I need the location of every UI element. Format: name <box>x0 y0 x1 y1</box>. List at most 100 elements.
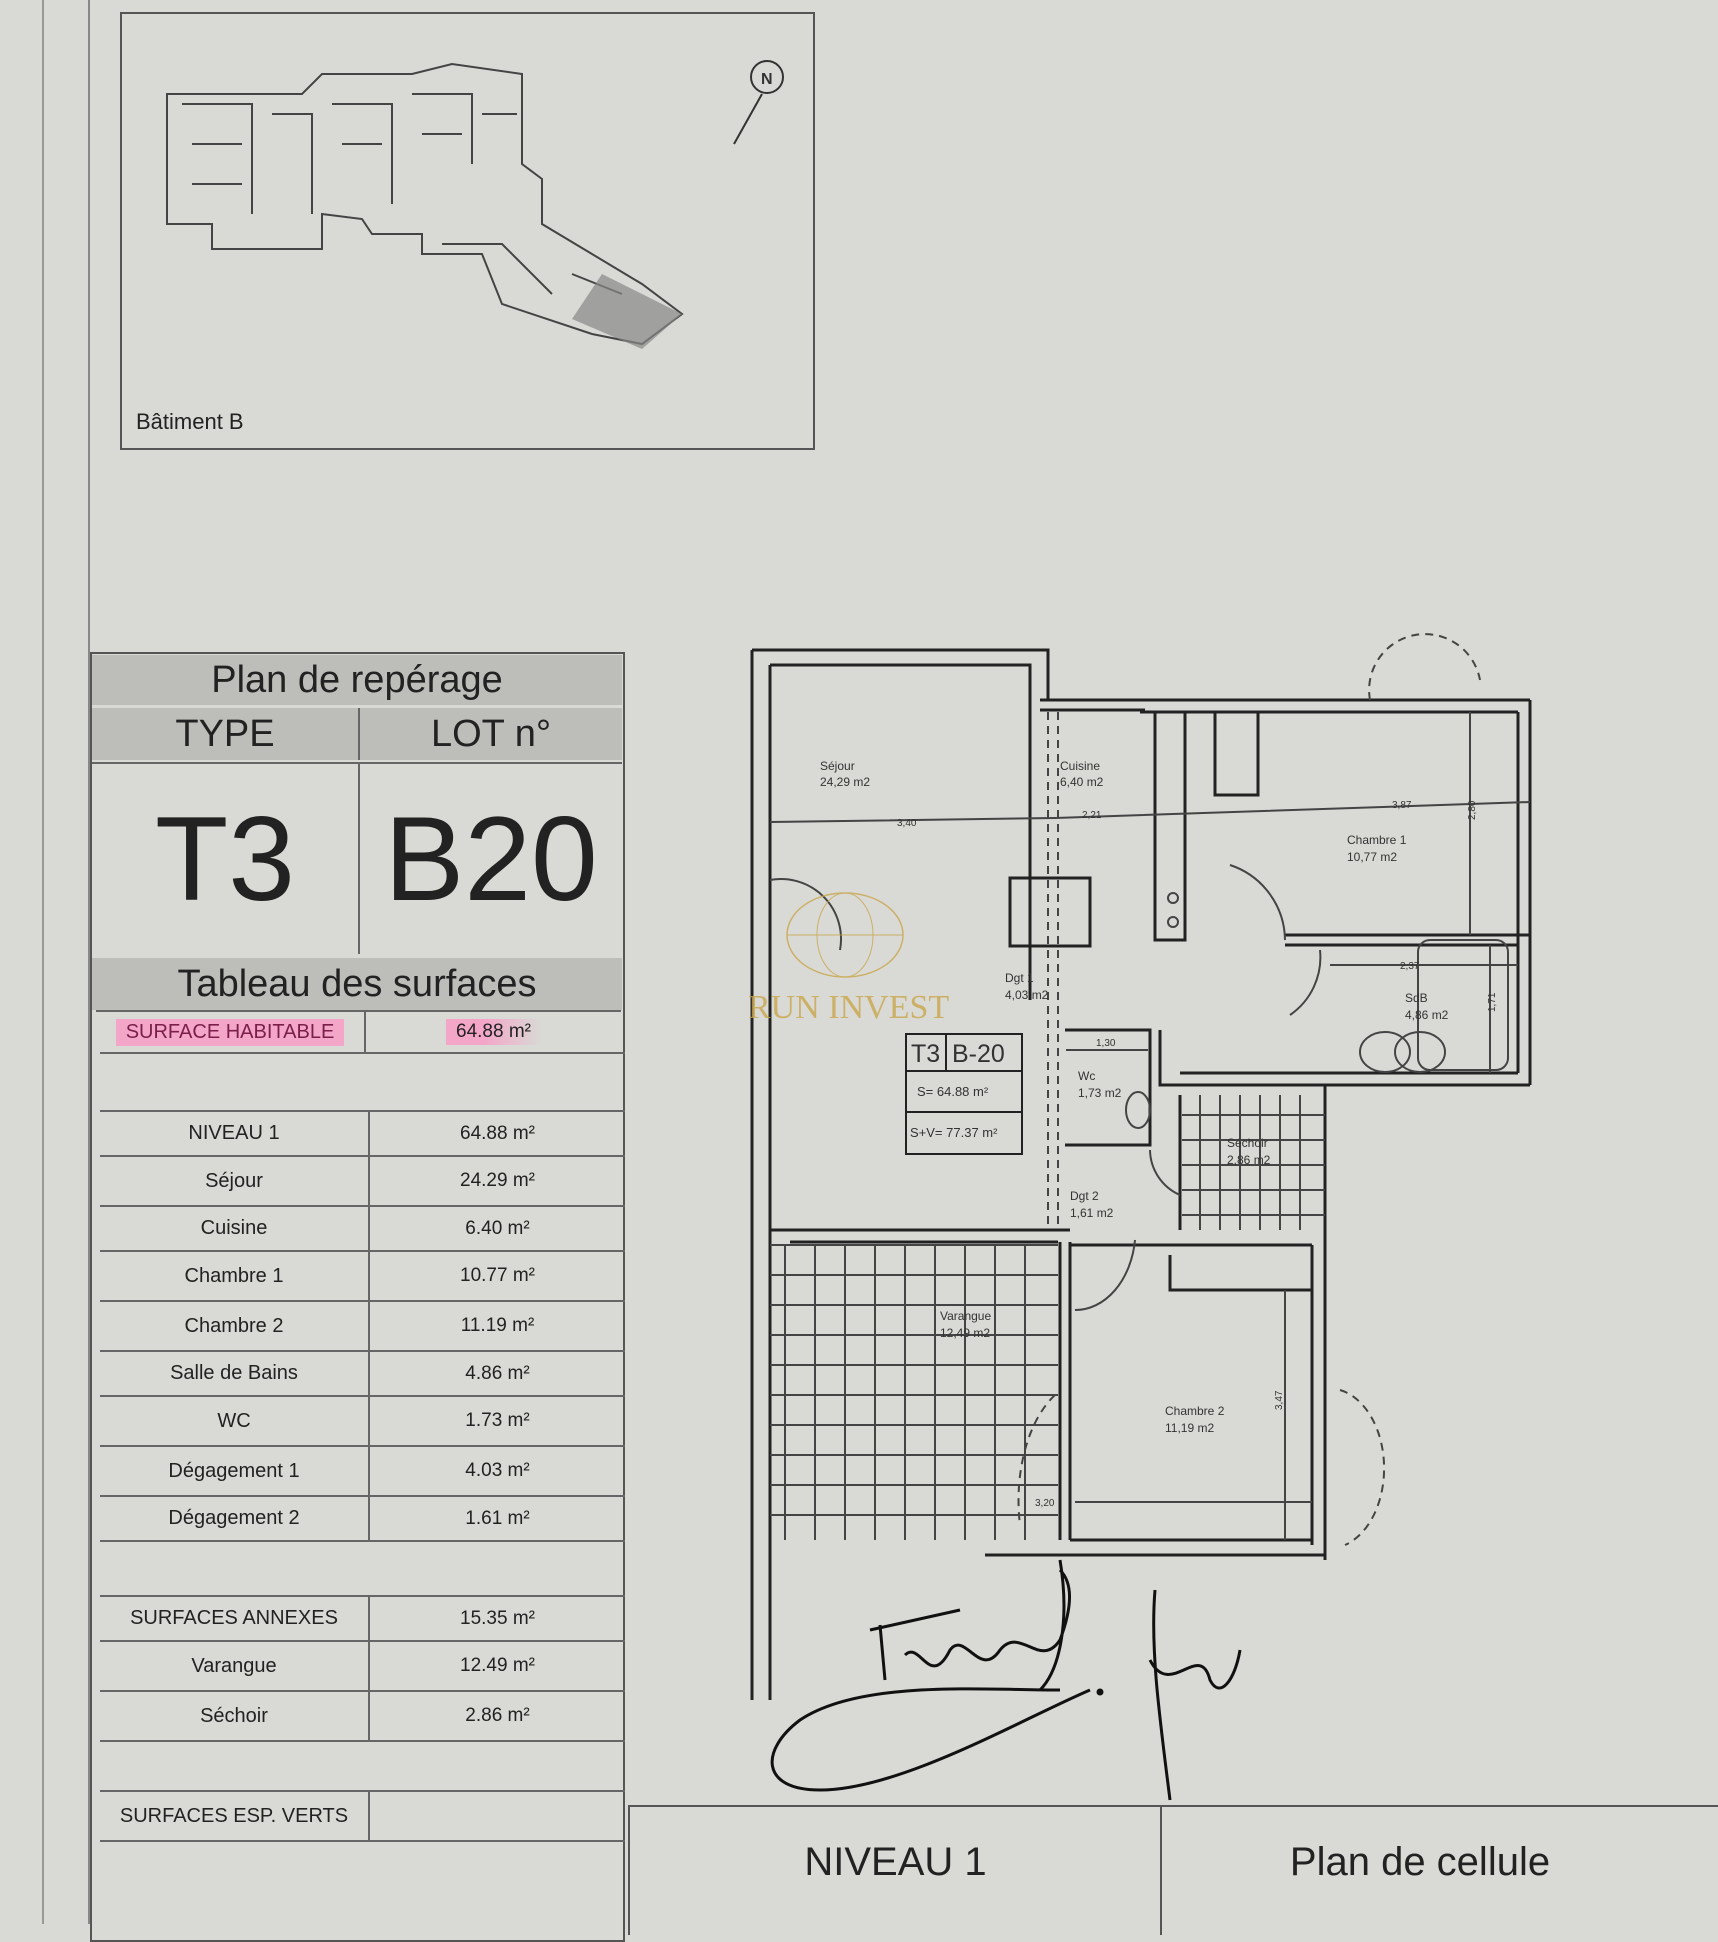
site-plan: N Bâtiment B <box>120 12 815 450</box>
kitchen-open-line <box>1047 712 1059 1230</box>
annex-row: SURFACES ANNEXES 15.35 m² <box>100 1595 625 1640</box>
row-value: 4.86 m² <box>465 1362 530 1384</box>
row-value: 6.40 m² <box>465 1217 530 1239</box>
row-label: SURFACES ANNEXES <box>100 1597 370 1640</box>
room-sechoir-area: 2,86 m2 <box>1227 1153 1271 1167</box>
type-lot-band <box>92 708 622 760</box>
row-label: SURFACES ESP. VERTS <box>100 1792 370 1840</box>
row-label: Séchoir <box>100 1692 370 1740</box>
interior-walls <box>1065 712 1530 1147</box>
building-label: Bâtiment B <box>136 409 244 434</box>
row-label: Varangue <box>100 1642 370 1690</box>
signature <box>770 1559 1242 1801</box>
surfaces-header-band <box>92 958 622 1010</box>
room-dgt2-area: 1,61 m2 <box>1070 1206 1114 1220</box>
room-chambre1-area: 10,77 m2 <box>1347 850 1397 864</box>
row-label: Dégagement 2 <box>100 1497 370 1540</box>
dim-label: 2,37 <box>1400 961 1420 972</box>
row-label: Cuisine <box>100 1207 370 1250</box>
cartouche-surface-varangue: S+V= 77.37 m² <box>910 1125 998 1140</box>
footer-level-box <box>628 1805 1163 1935</box>
row-value: 1.61 m² <box>465 1507 530 1529</box>
toilet-icon <box>1125 1091 1151 1129</box>
room-dgt2-name: Dgt 2 <box>1070 1189 1099 1203</box>
row-value: 1.73 m² <box>465 1410 530 1431</box>
outer-wall <box>750 648 1050 1700</box>
dim-label: 3,20 <box>1035 1498 1055 1509</box>
room-chambre2-name: Chambre 2 <box>1165 1404 1225 1418</box>
room-varangue-name: Varangue <box>940 1309 991 1323</box>
reperage-header-band <box>92 655 622 705</box>
dim-label: 3,87 <box>1392 800 1412 811</box>
type-header: TYPE <box>92 708 360 760</box>
lot-header: LOT n° <box>430 712 552 755</box>
sink-icon <box>1359 1031 1411 1073</box>
dim-label: 1,71 <box>1487 992 1498 1012</box>
row-value: 24.29 m² <box>460 1170 535 1191</box>
stove-icon <box>1167 916 1179 928</box>
row-label: Dégagement 1 <box>100 1447 370 1495</box>
blank-row <box>100 1740 625 1790</box>
room-dgt1-name: Dgt 1 <box>1005 971 1034 985</box>
sechoir-grid <box>1182 1095 1325 1230</box>
dim-label: 2,21 <box>1082 810 1102 821</box>
dim-label: 1,30 <box>1096 1038 1116 1049</box>
run-invest-watermark: RUN INVEST <box>748 892 949 1026</box>
row-value: 10.77 m² <box>460 1265 535 1286</box>
room-wc-area: 1,73 m2 <box>1078 1086 1122 1100</box>
dimension-lines <box>769 712 1531 1540</box>
room-sechoir-name: Séchoir <box>1227 1136 1268 1150</box>
door-arcs <box>769 864 1322 1312</box>
top-wall <box>1140 698 1532 1087</box>
footer-title-box <box>1160 1805 1718 1935</box>
room-wc-name: Wc <box>1078 1069 1095 1083</box>
row-value: 4.03 m² <box>465 1460 530 1481</box>
north-arrow-icon: N <box>733 60 784 145</box>
row-value: 12.49 m² <box>460 1655 535 1676</box>
room-chambre2-area: 11,19 m2 <box>1165 1421 1214 1435</box>
surface-row: Dégagement 2 1.61 m² <box>100 1495 625 1540</box>
blank-row <box>100 1540 625 1595</box>
row-label: Séjour <box>100 1157 370 1205</box>
cartouche-type: T3 <box>911 1040 940 1068</box>
row-label: Salle de Bains <box>100 1352 370 1395</box>
cartouche-lot: B-20 <box>952 1040 1005 1068</box>
cartouche: T3 B-20 S= 64.88 m² S+V= 77.37 m² <box>905 1033 1023 1155</box>
surface-habitable-label: SURFACE HABITABLE <box>115 1018 345 1046</box>
reperage-title: Plan de repérage <box>211 658 503 701</box>
room-chambre1-name: Chambre 1 <box>1347 833 1407 847</box>
surface-row: Cuisine 6.40 m² <box>100 1205 625 1250</box>
room-dgt1-area: 4,03 m2 <box>1005 988 1049 1002</box>
room-sejour-area: 24,29 m2 <box>820 775 870 789</box>
dimension-labels: 3,40 2,21 3,87 2,80 2,37 1,71 1,30 3,20 … <box>897 800 1498 1509</box>
surface-habitable-row: SURFACE HABITABLE 64.88 m² <box>96 1010 621 1052</box>
watermark-text: RUN INVEST <box>748 989 949 1026</box>
cartouche-surface: S= 64.88 m² <box>917 1084 989 1099</box>
sechoir-walls <box>985 1085 1327 1560</box>
footer-title: Plan de cellule <box>1289 1840 1551 1884</box>
page-border-left-inner <box>88 0 90 1924</box>
blank-row <box>100 1840 625 1924</box>
surfaces-title: Tableau des surfaces <box>177 962 537 1005</box>
type-value: T3 <box>92 762 360 954</box>
surface-habitable-value: 64.88 m² <box>446 1019 541 1045</box>
kitchen-window <box>1040 698 1145 712</box>
footer-level: NIVEAU 1 <box>804 1840 987 1884</box>
bathtub <box>1417 939 1509 1071</box>
surface-row: Dégagement 1 4.03 m² <box>100 1445 625 1495</box>
room-sdb-name: SdB <box>1405 991 1428 1005</box>
sink-icon <box>1394 1031 1446 1073</box>
row-value: 15.35 m² <box>460 1607 535 1629</box>
esp-verts-row: SURFACES ESP. VERTS <box>100 1790 625 1840</box>
blank-row <box>100 1052 625 1110</box>
room-sejour-name: Séjour <box>820 759 855 773</box>
dim-label: 3,47 <box>1274 1390 1285 1410</box>
room-sdb-area: 4,86 m2 <box>1405 1008 1449 1022</box>
lot-value: B20 <box>360 762 622 954</box>
varangue-grid <box>770 1244 1058 1540</box>
row-value: 11.19 m² <box>460 1315 535 1336</box>
row-value: 64.88 m² <box>460 1122 535 1144</box>
north-label: N <box>761 71 773 88</box>
